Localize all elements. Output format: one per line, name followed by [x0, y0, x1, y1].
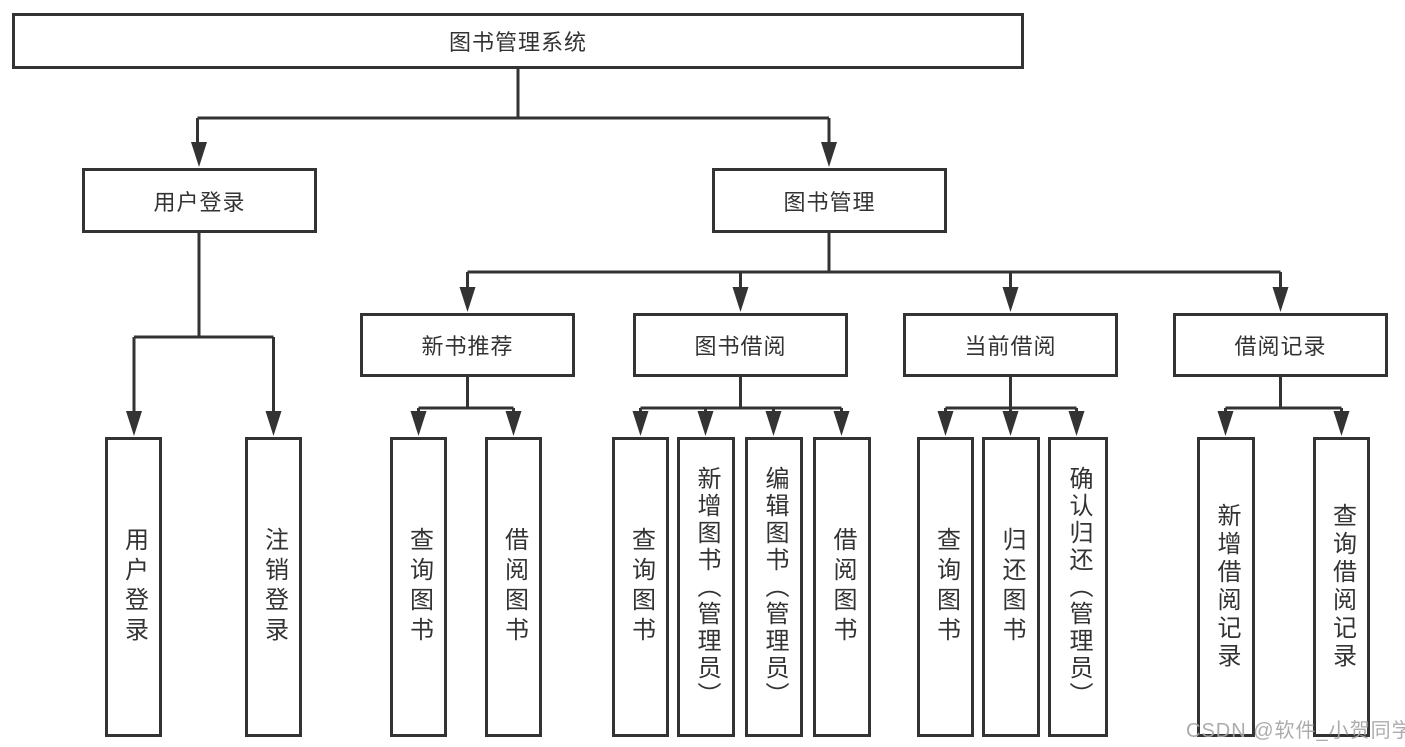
leaf-query-books-borrowing: 查询图书: [612, 437, 669, 737]
leaf-query-borrow-record: 查询借阅记录: [1313, 437, 1370, 737]
node-user-login: 用户登录: [82, 168, 317, 233]
arrow-down-icon: [765, 411, 782, 436]
arrow-down-icon: [126, 411, 142, 436]
leaf-user-login: 用户登录: [105, 437, 162, 737]
arrow-down-icon: [937, 411, 954, 436]
node-book-borrowing: 图书借阅: [633, 313, 848, 377]
arrow-down-icon: [1217, 411, 1234, 436]
leaf-query-books-current: 查询图书: [917, 437, 974, 737]
arrow-down-icon: [410, 411, 427, 436]
leaf-add-borrow-record: 新增借阅记录: [1197, 437, 1255, 737]
arrow-down-icon: [632, 411, 649, 436]
arrow-down-icon: [732, 287, 749, 312]
connector-lines: [132, 69, 1343, 414]
arrowhead-icons: [126, 142, 1350, 436]
leaf-edit-book-admin: 编辑图书（管理员）: [745, 437, 803, 737]
arrow-down-icon: [505, 411, 522, 436]
leaf-query-books-recommend: 查询图书: [390, 437, 447, 737]
arrow-down-icon: [1002, 287, 1019, 312]
csdn-watermark: CSDN @软件_小贺同学: [1186, 720, 1405, 742]
node-book-management: 图书管理: [712, 168, 947, 233]
node-new-book-recommend: 新书推荐: [360, 313, 575, 377]
arrow-down-icon: [1333, 411, 1350, 436]
arrow-down-icon: [1068, 411, 1085, 436]
node-borrowing-records: 借阅记录: [1173, 313, 1388, 377]
arrow-down-icon: [191, 142, 207, 167]
leaf-borrow-books-recommend: 借阅图书: [485, 437, 542, 737]
arrow-down-icon: [833, 411, 850, 436]
arrow-down-icon: [459, 287, 476, 312]
node-library-system: 图书管理系统: [12, 13, 1024, 69]
arrow-down-icon: [1272, 287, 1289, 312]
arrow-down-icon: [1002, 411, 1019, 436]
leaf-add-book-admin: 新增图书（管理员）: [677, 437, 735, 737]
arrow-down-icon: [265, 411, 282, 436]
arrow-down-icon: [821, 142, 837, 167]
leaf-confirm-return-admin: 确认归还（管理员）: [1048, 437, 1108, 737]
leaf-logout: 注销登录: [245, 437, 302, 737]
leaf-borrow-books-borrowing: 借阅图书: [813, 437, 871, 737]
arrow-down-icon: [697, 411, 714, 436]
leaf-return-book: 归还图书: [982, 437, 1040, 737]
node-current-borrowing: 当前借阅: [903, 313, 1118, 377]
